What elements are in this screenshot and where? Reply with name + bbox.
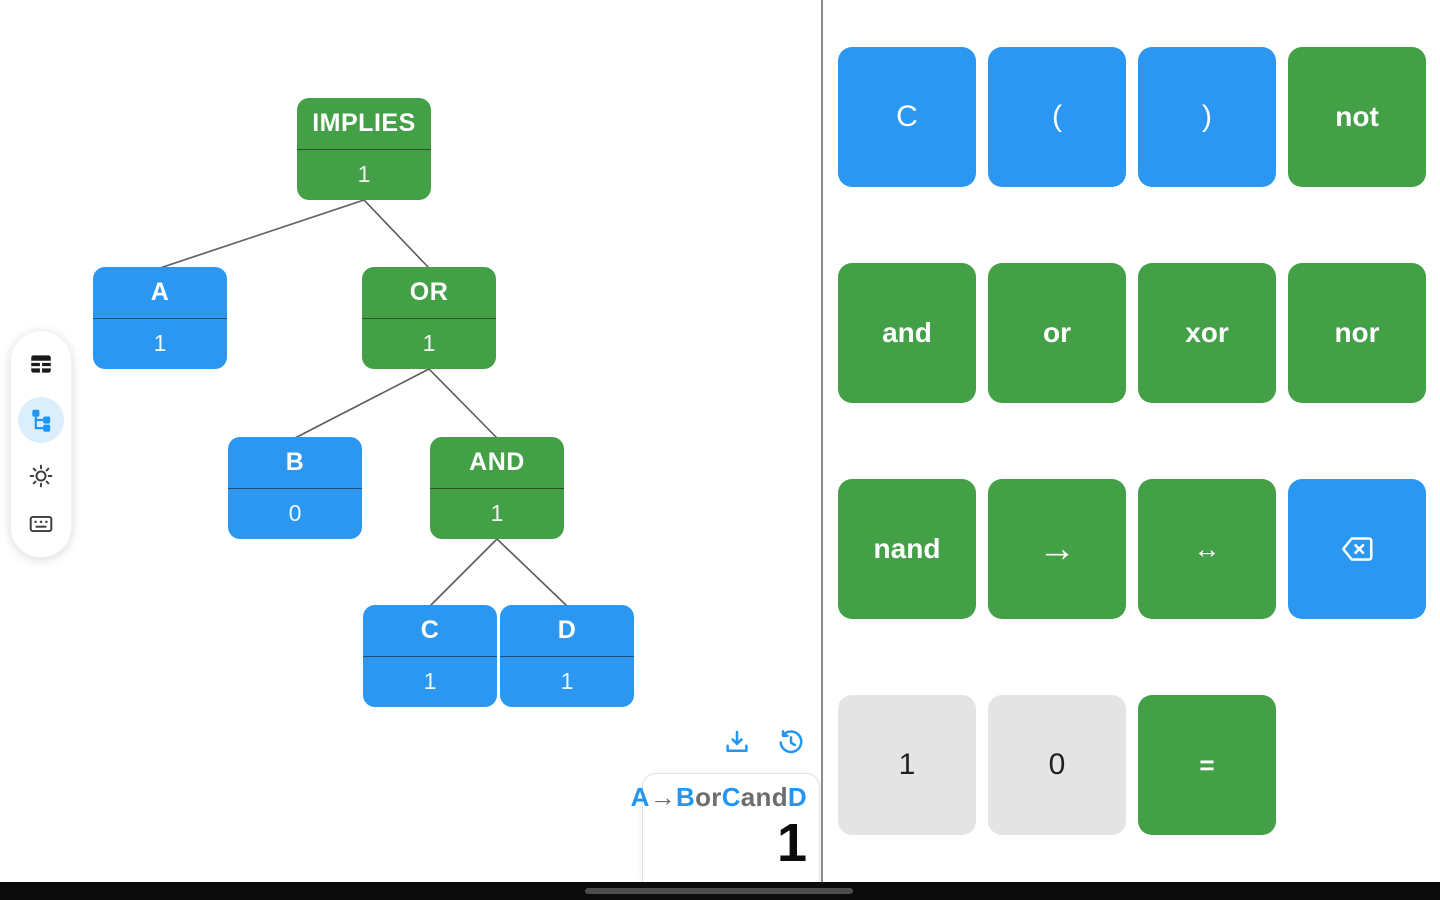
tree-node-or[interactable]: OR 1 — [362, 267, 496, 369]
expression-token: D — [787, 782, 807, 812]
key-open-paren[interactable]: ( — [988, 47, 1126, 187]
system-navigation-bar — [0, 882, 1440, 900]
tree-node-a[interactable]: A 1 — [93, 267, 227, 369]
node-label: IMPLIES — [312, 108, 416, 137]
key-one[interactable]: 1 — [838, 695, 976, 835]
node-value: 1 — [430, 487, 564, 540]
keyboard-toggle-button[interactable] — [26, 509, 56, 539]
backspace-icon — [1341, 537, 1373, 561]
key-variable-c[interactable]: C — [838, 47, 976, 187]
expression-token: and — [740, 782, 788, 812]
history-button[interactable] — [776, 727, 806, 757]
tree-node-and[interactable]: AND 1 — [430, 437, 564, 539]
expression-token: A — [630, 782, 650, 812]
key-nand[interactable]: nand — [838, 479, 976, 619]
key-xor[interactable]: xor — [1138, 263, 1276, 403]
node-value: 1 — [93, 317, 227, 370]
expression-card: A → B or C and D 1 — [631, 773, 820, 882]
tree-node-d[interactable]: D 1 — [500, 605, 634, 707]
download-button[interactable] — [722, 727, 752, 757]
expression-token: C — [721, 782, 741, 812]
keyboard-icon — [29, 515, 53, 533]
download-icon — [726, 730, 748, 752]
node-value: 1 — [500, 655, 634, 708]
key-backspace[interactable] — [1288, 479, 1426, 619]
truth-table-view-button[interactable] — [26, 349, 56, 379]
expression-token: → — [649, 782, 677, 812]
key-zero[interactable]: 0 — [988, 695, 1126, 835]
tree-node-implies[interactable]: IMPLIES 1 — [297, 98, 431, 200]
tree-view-button[interactable] — [18, 397, 64, 443]
node-value: 1 — [362, 317, 496, 370]
node-label: C — [420, 615, 440, 644]
node-label: D — [557, 615, 577, 644]
theme-toggle-button[interactable] — [26, 461, 56, 491]
key-and[interactable]: and — [838, 263, 976, 403]
key-implies[interactable]: → — [988, 479, 1126, 619]
history-icon — [779, 730, 803, 754]
tree-view-icon — [32, 409, 51, 432]
key-biconditional[interactable]: ↔ — [1138, 479, 1276, 619]
node-label: AND — [469, 447, 525, 476]
keypad-panel: C ( ) not and or xor nor nand → ↔ 1 0 = — [823, 0, 1440, 882]
key-not[interactable]: not — [1288, 47, 1426, 187]
expression-token: B — [676, 782, 696, 812]
node-value: 1 — [297, 148, 431, 201]
evaluation-result: 1 — [776, 813, 807, 873]
panel-divider — [821, 0, 823, 882]
key-close-paren[interactable]: ) — [1138, 47, 1276, 187]
brightness-icon — [29, 464, 53, 488]
node-label: OR — [409, 277, 449, 306]
table-icon — [31, 355, 51, 373]
node-value: 1 — [363, 655, 497, 708]
key-nor[interactable]: nor — [1288, 263, 1426, 403]
view-sidebar — [10, 330, 72, 558]
tree-panel: IMPLIES 1 A 1 OR 1 B 0 AND 1 C 1 D 1 — [10, 98, 822, 882]
expression-toolbar — [722, 727, 822, 759]
node-label: A — [150, 277, 170, 306]
home-indicator[interactable] — [585, 888, 853, 894]
key-or[interactable]: or — [988, 263, 1126, 403]
node-label: B — [285, 447, 305, 476]
node-value: 0 — [228, 487, 362, 540]
expression-token: or — [695, 782, 722, 812]
tree-node-c[interactable]: C 1 — [363, 605, 497, 707]
expression-text: A → B or C and D — [631, 782, 807, 813]
key-equals[interactable]: = — [1138, 695, 1276, 835]
tree-node-b[interactable]: B 0 — [228, 437, 362, 539]
